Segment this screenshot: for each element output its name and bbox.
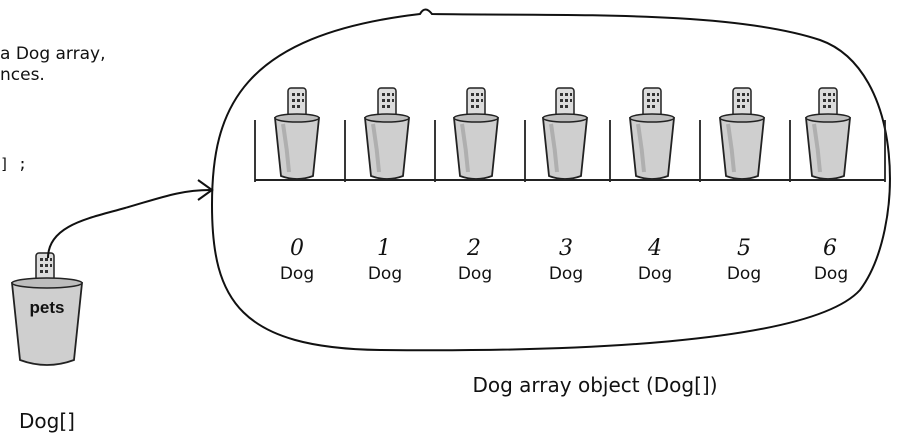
code-fragment: ] ; — [0, 155, 28, 173]
slot-dividers — [254, 120, 886, 182]
array-slot-2-cup — [454, 88, 498, 179]
array-element-type-3: Dog — [549, 264, 583, 284]
array-element-type-6: Dog — [814, 264, 848, 284]
array-element-type-0: Dog — [280, 264, 314, 284]
array-slot-6-cup — [806, 88, 850, 179]
explanation-line-2: nces. — [0, 65, 45, 85]
array-slot-3-cup — [543, 88, 587, 179]
array-element-type-4: Dog — [638, 264, 672, 284]
array-index-2: 2 — [466, 236, 481, 261]
array-index-5: 5 — [737, 236, 751, 261]
array-index-6: 6 — [823, 236, 837, 261]
array-slot-5-cup — [720, 88, 764, 179]
array-element-type-2: Dog — [458, 264, 492, 284]
array-object-outline — [210, 8, 891, 352]
array-slot-4-cup — [630, 88, 674, 179]
array-caption: Dog array object (Dog[]) — [472, 373, 717, 397]
pets-variable-name: pets — [30, 298, 65, 317]
explanation-text: a Dog array, nces. — [0, 44, 106, 86]
pets-type-label: Dog[] — [19, 409, 75, 433]
array-slot-0-cup — [275, 88, 319, 179]
array-index-3: 3 — [559, 236, 573, 261]
array-index-1: 1 — [377, 236, 391, 261]
array-element-type-1: Dog — [368, 264, 402, 284]
array-slot-1-cup — [365, 88, 409, 179]
array-element-type-5: Dog — [727, 264, 761, 284]
arrow-head-icon — [197, 179, 214, 201]
explanation-line-1: a Dog array, — [0, 44, 106, 64]
pets-reference-cup — [11, 252, 83, 366]
reference-arrow — [47, 189, 211, 259]
array-index-0: 0 — [290, 236, 304, 261]
array-index-4: 4 — [647, 236, 662, 261]
